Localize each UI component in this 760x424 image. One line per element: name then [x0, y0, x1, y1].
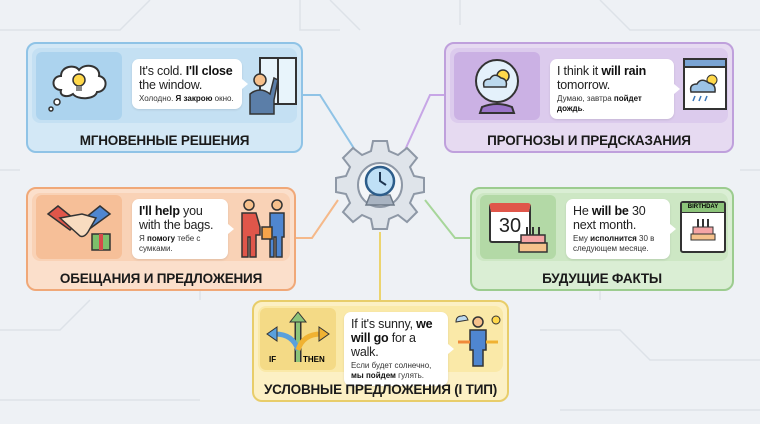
example-bubble: It's cold. I'll close the window. Холодн… [132, 59, 248, 109]
center-clock-gear [330, 140, 430, 230]
clock-gear-icon [335, 140, 425, 230]
calendar-number: 30 [489, 203, 531, 243]
if-label: IF [269, 355, 276, 364]
card-title: ПРОГНОЗЫ И ПРЕДСКАЗАНИЯ [487, 133, 691, 148]
card-title: МГНОВЕННЫЕ РЕШЕНИЯ [79, 133, 250, 148]
example-bubble: I think it will rain tomorrow. Думаю, за… [550, 59, 680, 119]
people-helping-icon [241, 199, 285, 258]
example-bubble: If it's sunny, we will go for a walk. Ес… [344, 312, 454, 386]
lightbulb-thought-icon [48, 64, 107, 112]
card-future-facts: 30 He will be 30 next month. Ему исполни… [470, 187, 734, 291]
example-bubble: He will be 30 next month. Ему исполнится… [566, 199, 676, 259]
card-title: БУДУЩИЕ ФАКТЫ [542, 271, 662, 286]
card-conditionals: IF THEN If it's sunny, we will go for a w… [252, 300, 509, 402]
card-title: ОБЕЩАНИЯ И ПРЕДЛОЖЕНИЯ [59, 271, 263, 286]
calendar-cake-icon: 30 [487, 199, 549, 255]
weather-window-icon [683, 58, 727, 110]
card-instant-decisions: It's cold. I'll close the window. Холодн… [26, 42, 303, 153]
handshake-gift-icon [46, 205, 112, 251]
birthday-calendar-icon: BIRTHDAY [680, 201, 726, 253]
card-title: УСЛОВНЫЕ ПРЕДЛОЖЕНИЯ (I ТИП) [263, 382, 498, 397]
example-bubble: I'll help you with the bags. Я помогу те… [132, 199, 234, 259]
card-predictions: I think it will rain tomorrow. Думаю, за… [444, 42, 734, 153]
crystal-ball-icon [475, 59, 519, 114]
person-closing-window-icon [249, 57, 297, 115]
crossroads-arrows-icon: IF THEN [266, 311, 330, 364]
birthday-label: BIRTHDAY [682, 203, 724, 213]
person-choice-icon [455, 315, 501, 367]
card-promises: I'll help you with the bags. Я помогу те… [26, 187, 296, 291]
then-label: THEN [303, 355, 325, 364]
